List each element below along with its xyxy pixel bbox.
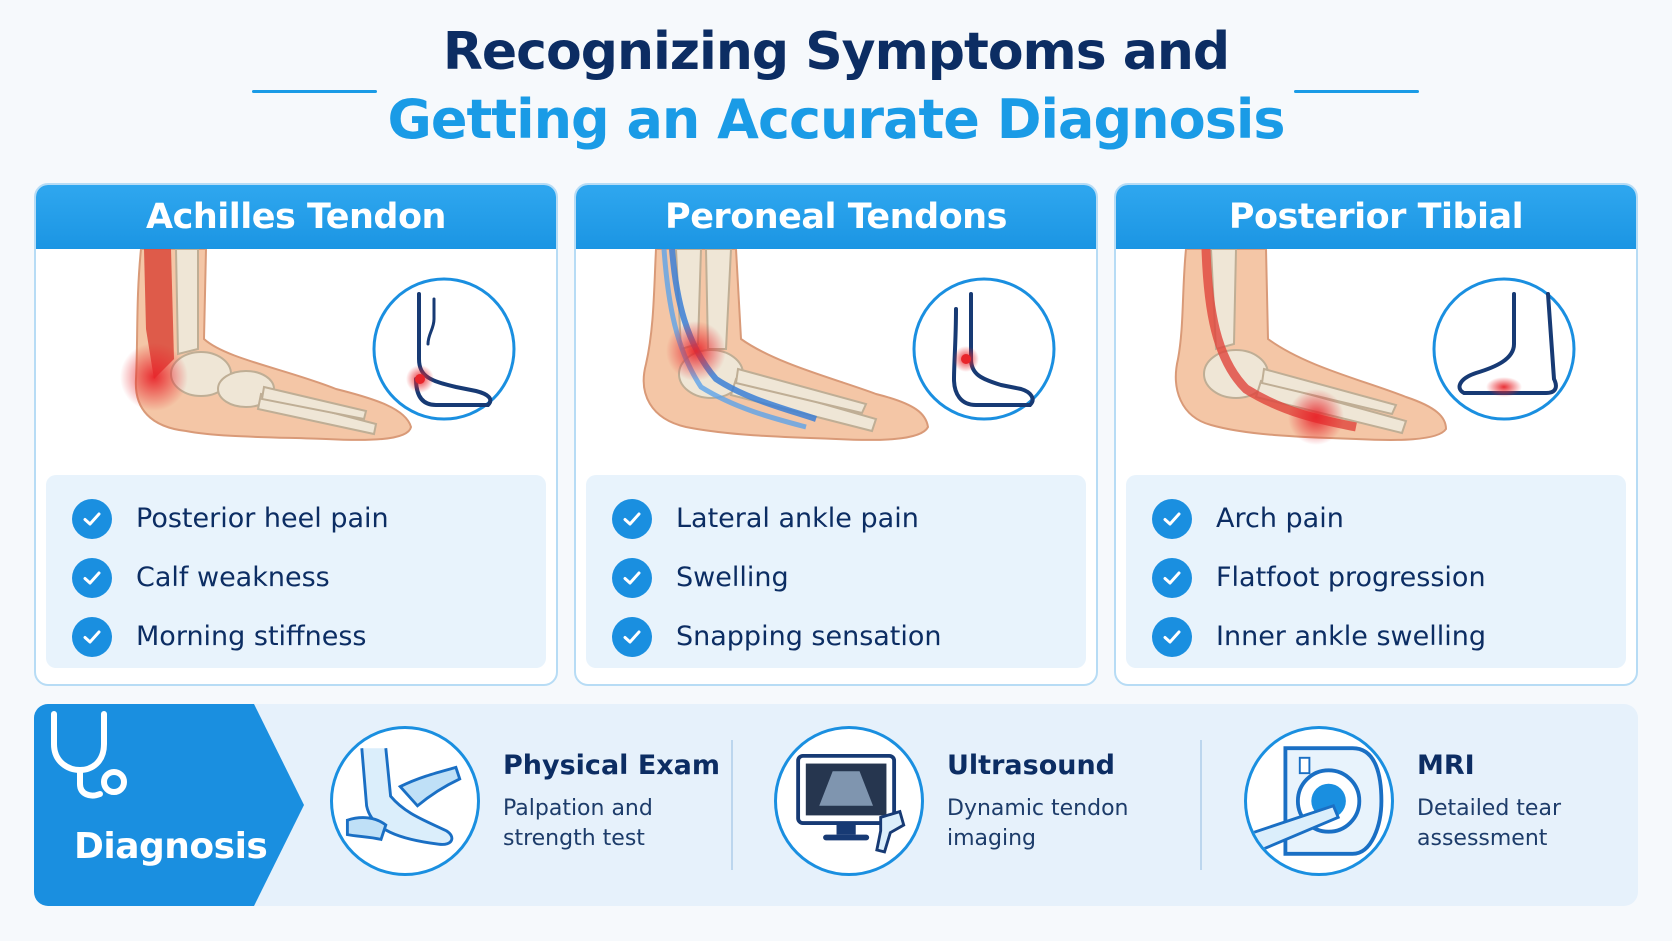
symptom-text: Calf weakness — [136, 562, 330, 593]
foot-peroneal-icon — [576, 249, 1096, 465]
list-item: Morning stiffness — [46, 607, 546, 666]
hands-exam-icon — [330, 726, 480, 876]
card-achilles: Achilles Tendon — [34, 183, 558, 686]
header: Recognizing Symptoms and Getting an Accu… — [0, 0, 1672, 170]
method-title: MRI — [1417, 750, 1475, 781]
diagnosis-tab: Diagnosis — [34, 704, 304, 906]
page-title-line1: Recognizing Symptoms and — [442, 22, 1230, 82]
divider — [731, 740, 733, 870]
card-title: Peroneal Tendons — [576, 185, 1096, 249]
method-title: Physical Exam — [503, 750, 721, 781]
check-icon — [612, 498, 652, 539]
symptom-list: Arch pain Flatfoot progression Inner ank… — [1126, 475, 1626, 668]
symptom-text: Morning stiffness — [136, 621, 367, 652]
ultrasound-monitor-icon — [774, 726, 924, 876]
diagnosis-label: Diagnosis — [74, 826, 268, 867]
check-icon — [1152, 498, 1192, 539]
foot-achilles-icon — [36, 249, 556, 465]
list-item: Inner ankle swelling — [1126, 607, 1626, 666]
list-item: Flatfoot progression — [1126, 548, 1626, 607]
symptom-text: Inner ankle swelling — [1216, 621, 1486, 652]
symptom-text: Swelling — [676, 562, 789, 593]
method-desc: Palpation and strength test — [503, 796, 653, 851]
symptom-list: Lateral ankle pain Swelling Snapping sen… — [586, 475, 1086, 668]
symptom-text: Arch pain — [1216, 503, 1344, 534]
card-title: Achilles Tendon — [36, 185, 556, 249]
check-icon — [72, 616, 112, 657]
method-desc: Dynamic tendon imaging — [947, 796, 1129, 851]
list-item: Posterior heel pain — [46, 489, 546, 548]
list-item: Lateral ankle pain — [586, 489, 1086, 548]
list-item: Swelling — [586, 548, 1086, 607]
symptom-list: Posterior heel pain Calf weakness Mornin… — [46, 475, 546, 668]
foot-posterior-tibial-icon — [1116, 249, 1636, 465]
list-item: Calf weakness — [46, 548, 546, 607]
check-icon — [1152, 557, 1192, 598]
method-desc: Detailed tear assessment — [1417, 796, 1561, 851]
mri-scanner-icon — [1244, 726, 1394, 876]
card-title: Posterior Tibial — [1116, 185, 1636, 249]
check-icon — [612, 557, 652, 598]
divider — [1200, 740, 1202, 870]
method-title: Ultrasound — [947, 750, 1116, 781]
page-title-line2: Getting an Accurate Diagnosis — [387, 88, 1286, 151]
list-item: Arch pain — [1126, 489, 1626, 548]
symptom-text: Flatfoot progression — [1216, 562, 1486, 593]
title-rule-left — [252, 90, 377, 93]
card-posterior-tibial: Posterior Tibial Arch pain — [1114, 183, 1638, 686]
check-icon — [72, 557, 112, 598]
symptom-text: Lateral ankle pain — [676, 503, 919, 534]
symptom-text: Snapping sensation — [676, 621, 942, 652]
check-icon — [612, 616, 652, 657]
title-rule-right — [1294, 90, 1419, 93]
card-peroneal: Peroneal Tendons — [574, 183, 1098, 686]
symptom-text: Posterior heel pain — [136, 503, 389, 534]
check-icon — [1152, 616, 1192, 657]
stethoscope-icon — [51, 711, 127, 799]
diagnosis-band: Diagnosis Physical Exam Palpation and st… — [34, 704, 1638, 906]
check-icon — [72, 498, 112, 539]
list-item: Snapping sensation — [586, 607, 1086, 666]
